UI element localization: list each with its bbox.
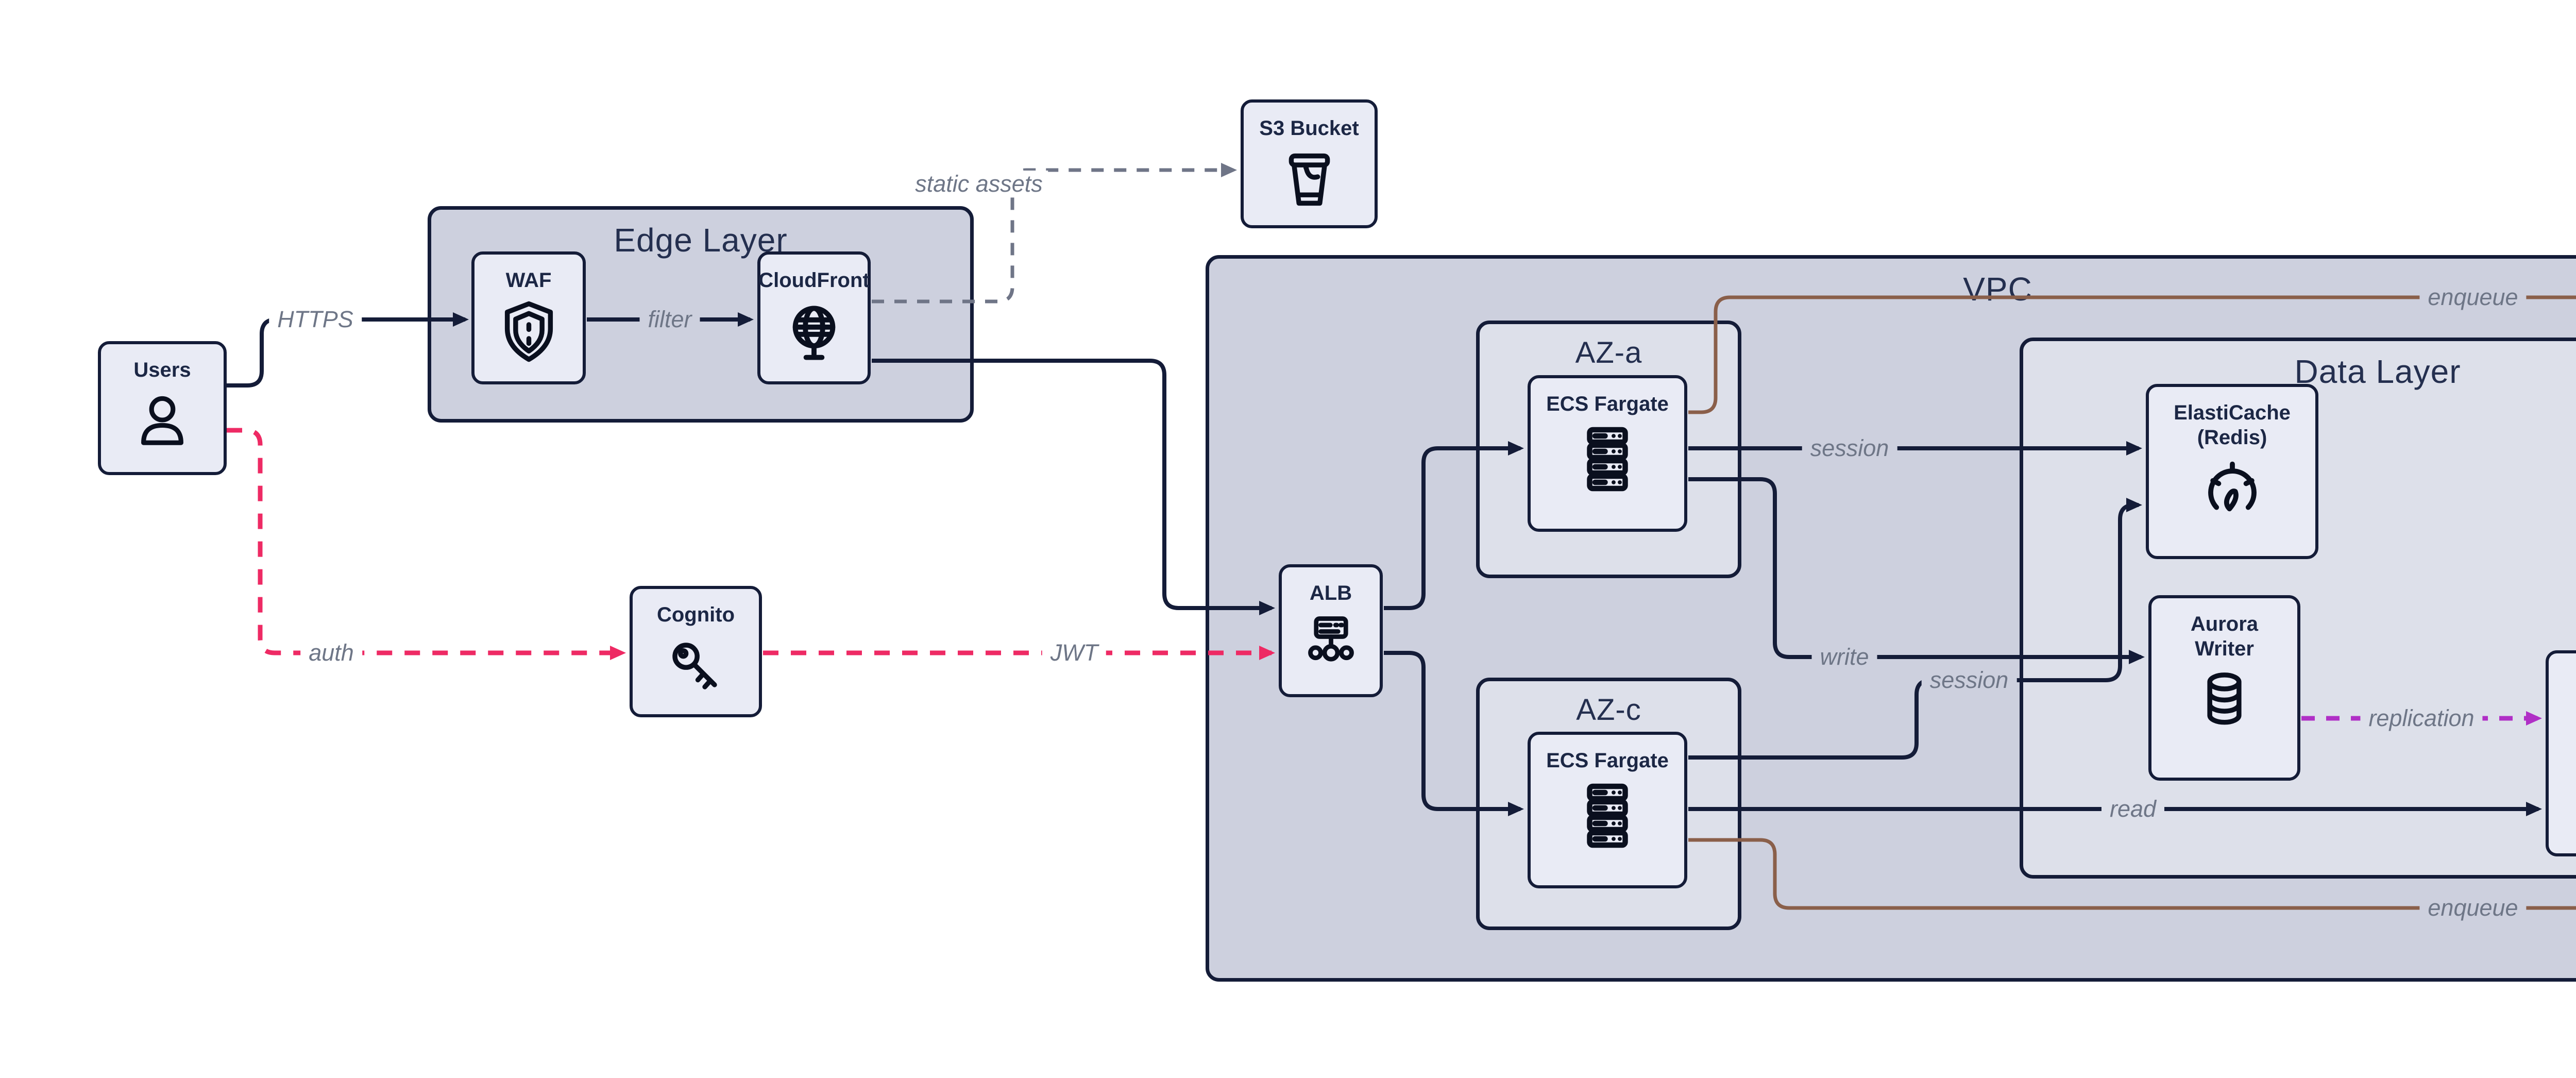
edge-enqueue-a	[1688, 295, 2576, 414]
server-stack-icon	[1569, 777, 1646, 878]
group-title-vpc: VPC	[1963, 271, 2032, 308]
edge-cloudfront-to-alb	[872, 359, 1275, 615]
node-label: Cognito	[656, 603, 735, 626]
edge-enqueue-c	[1688, 838, 2576, 910]
node-ecs-fargate-az-a[interactable]: ECS Fargate	[1528, 375, 1687, 532]
group-title-edge-layer: Edge Layer	[614, 222, 788, 259]
node-label-line2: (Redis)	[2197, 426, 2267, 449]
server-stack-icon	[1569, 420, 1646, 521]
node-s3-bucket[interactable]: S3 Bucket	[1241, 99, 1378, 228]
node-users[interactable]: Users	[98, 341, 227, 475]
node-label: ECS Fargate	[1546, 749, 1669, 772]
edge-label-read: read	[2101, 795, 2165, 823]
node-ecs-fargate-az-c[interactable]: ECS Fargate	[1528, 732, 1687, 888]
edge-label-enqueue-a: enqueue	[2419, 283, 2527, 312]
node-label: CloudFront	[758, 269, 870, 292]
gauge-icon	[2196, 454, 2268, 549]
edge-label-enqueue-c: enqueue	[2419, 894, 2527, 922]
node-label: Aurora	[2190, 613, 2259, 635]
node-cloudfront[interactable]: CloudFront	[757, 251, 871, 384]
edge-label-session-a: session	[1802, 434, 1897, 463]
node-aurora-reader[interactable]: AuroraReader	[2546, 650, 2576, 856]
edge-alb-to-ecs-a	[1384, 441, 1524, 610]
edge-label-https: HTTPS	[269, 305, 362, 334]
node-label: ElastiCache	[2174, 401, 2291, 424]
node-label-line2: Writer	[2195, 637, 2254, 660]
node-label: ECS Fargate	[1546, 393, 1669, 415]
edge-label-session-c: session	[1921, 666, 2017, 695]
edge-label-replication: replication	[2360, 704, 2483, 733]
node-label: ALB	[1309, 582, 1352, 604]
user-icon	[129, 386, 196, 465]
node-elasticache-redis[interactable]: ElastiCache(Redis)	[2146, 384, 2318, 559]
edge-auth	[227, 428, 626, 660]
edge-label-jwt: JWT	[1042, 638, 1107, 667]
edge-session-c	[1688, 498, 2142, 760]
edge-label-auth: auth	[300, 638, 362, 667]
key-icon	[661, 631, 731, 707]
bucket-icon	[1275, 145, 1344, 218]
node-label: WAF	[505, 269, 552, 292]
group-title-az-a: AZ-a	[1575, 336, 1642, 369]
edge-write	[1688, 477, 2145, 664]
group-title-az-c: AZ-c	[1576, 693, 1641, 727]
database-icon	[2190, 665, 2259, 770]
globe-icon	[778, 297, 850, 374]
node-label: Users	[133, 359, 191, 381]
group-title-data-layer: Data Layer	[2294, 353, 2461, 390]
node-cognito[interactable]: Cognito	[630, 586, 762, 717]
edge-label-static-assets: static assets	[910, 171, 1048, 197]
load-balancer-icon	[1299, 610, 1363, 687]
edge-label-write: write	[1811, 643, 1877, 671]
edge-alb-to-ecs-c	[1384, 651, 1524, 816]
shield-icon	[494, 297, 564, 374]
node-waf[interactable]: WAF	[471, 251, 586, 384]
node-label: S3 Bucket	[1259, 117, 1359, 140]
edge-label-filter: filter	[639, 305, 700, 334]
node-alb[interactable]: ALB	[1279, 564, 1383, 697]
